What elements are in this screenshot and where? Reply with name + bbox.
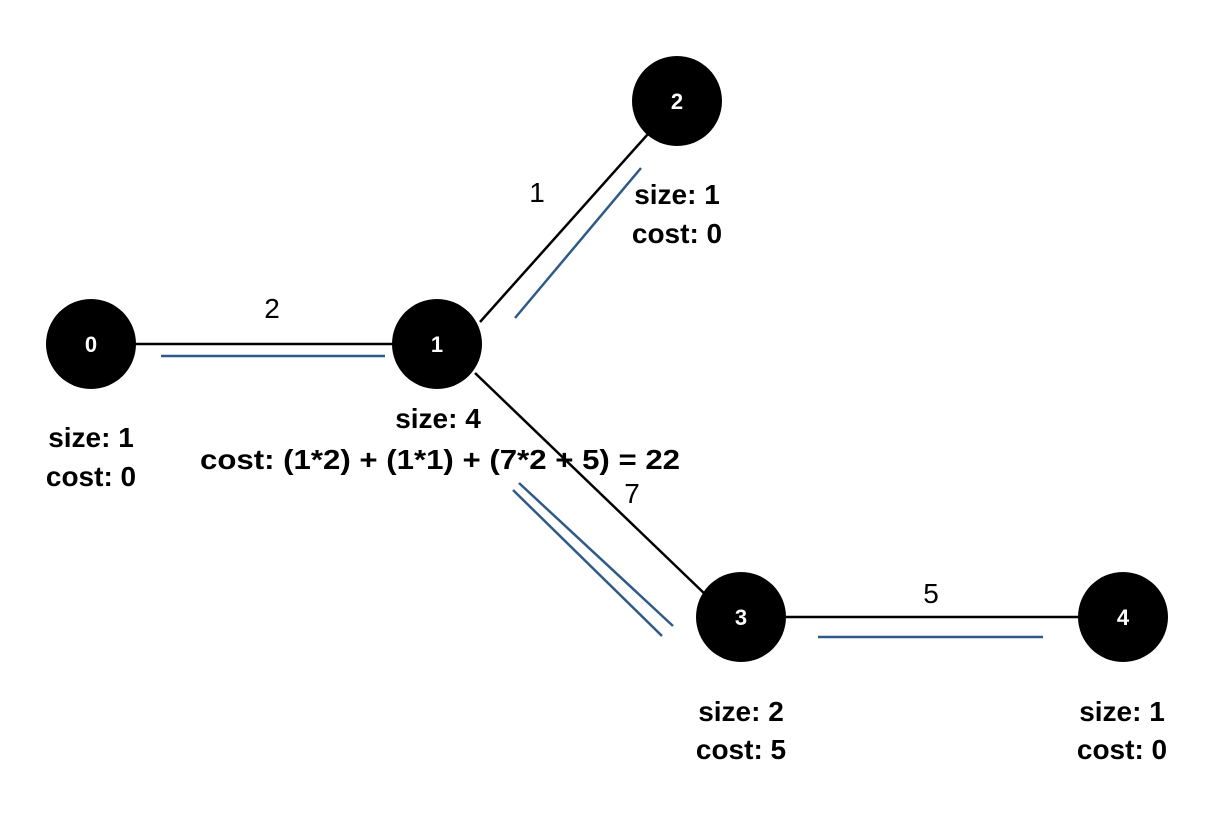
edge-1-2 (479, 133, 649, 323)
node-circle (46, 299, 136, 389)
edge-weight-3-4: 5 (923, 578, 939, 609)
node-circle (392, 299, 482, 389)
node-4-size: size: 1 (1079, 696, 1165, 727)
edge-weight-0-1: 2 (264, 293, 280, 324)
node-3-size: size: 2 (698, 696, 784, 727)
node-1: 1 (392, 299, 482, 389)
node-circle (632, 56, 722, 146)
flow-marker-1-3-a (518, 482, 674, 627)
node-0-cost: cost: 0 (46, 461, 136, 492)
node-label: 3 (735, 605, 747, 630)
node-label: 1 (431, 332, 443, 357)
node-2: 2 (632, 56, 722, 146)
node-1-cost: cost: (1*2) + (1*1) + (7*2 + 5) = 22 (200, 444, 680, 475)
node-label: 0 (85, 332, 97, 357)
node-2-size: size: 1 (634, 179, 720, 210)
node-2-cost: cost: 0 (632, 218, 722, 249)
edge-weight-1-2: 1 (529, 177, 545, 208)
node-circle (696, 572, 786, 662)
node-3-cost: cost: 5 (696, 734, 786, 765)
node-0-size: size: 1 (48, 422, 134, 453)
node-4: 4 (1078, 572, 1168, 662)
node-label: 4 (1117, 605, 1130, 630)
node-circle (1078, 572, 1168, 662)
node-0: 0 (46, 299, 136, 389)
flow-marker-1-2 (514, 167, 642, 319)
node-3: 3 (696, 572, 786, 662)
node-label: 2 (671, 89, 683, 114)
node-1-size: size: 4 (395, 403, 481, 434)
flow-marker-1-3-b (512, 489, 663, 637)
edge-1-3 (474, 372, 709, 598)
edge-weight-1-3: 7 (624, 478, 640, 509)
node-4-cost: cost: 0 (1077, 734, 1167, 765)
